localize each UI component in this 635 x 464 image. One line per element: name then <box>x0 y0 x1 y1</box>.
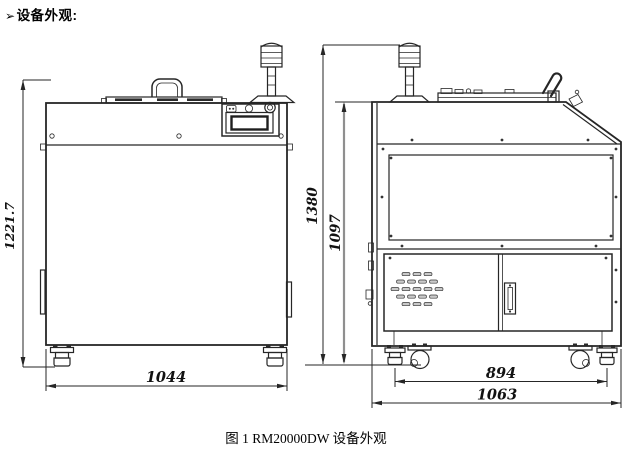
lift-handle <box>151 78 183 97</box>
front-view <box>39 42 296 367</box>
section-header: ➢设备外观: <box>5 4 78 24</box>
front-cabinet-outline <box>45 102 288 346</box>
side-handle-recess <box>39 269 46 315</box>
arrow-bullet-icon: ➢ <box>5 9 16 23</box>
dimension-front-width: 1044 <box>45 349 288 391</box>
top-plate <box>101 96 227 104</box>
hood-handle <box>541 72 563 98</box>
caster-wheel <box>407 343 432 370</box>
leveling-foot <box>262 344 288 367</box>
side-view <box>365 42 622 370</box>
signal-tower-icon <box>248 42 296 104</box>
dimension-side-inner-width: 894 <box>394 365 608 387</box>
dimension-side-total-height: 1380 <box>305 44 400 364</box>
dim-label-side-body-height: 1097 <box>328 214 344 252</box>
leveling-foot <box>49 344 75 367</box>
side-body-outline <box>371 101 622 347</box>
dim-label-side-total-width: 1063 <box>477 387 517 404</box>
figure-caption: 图 1 RM20000DW 设备外观 <box>225 431 387 446</box>
dim-label-side-total-height: 1380 <box>305 187 321 225</box>
vent-louvers <box>390 272 444 307</box>
slope-bracket <box>568 89 584 108</box>
signal-tower-icon <box>388 42 431 103</box>
leveling-foot <box>596 345 618 366</box>
control-panel <box>221 101 280 137</box>
dimension-side-total-width: 1063 <box>371 349 622 408</box>
lower-cabinet <box>383 253 613 345</box>
display-screen <box>225 111 274 134</box>
leveling-foot <box>384 345 406 366</box>
dim-label-side-inner-width: 894 <box>486 365 516 382</box>
door-handle <box>503 282 517 315</box>
panel-screws <box>380 138 618 304</box>
caster-wheel <box>568 343 593 370</box>
section-title: 设备外观: <box>16 8 78 23</box>
dim-label-front-height: 1221.7 <box>2 202 17 250</box>
side-handle-recess <box>285 281 293 318</box>
hinge-tabs <box>365 242 374 306</box>
dimension-side-body-height: 1097 <box>328 101 375 364</box>
dim-label-front-width: 1044 <box>146 369 186 386</box>
side-access-panel <box>388 154 614 241</box>
top-rail <box>437 88 560 103</box>
dimension-front-height: 1221.7 <box>2 79 55 368</box>
